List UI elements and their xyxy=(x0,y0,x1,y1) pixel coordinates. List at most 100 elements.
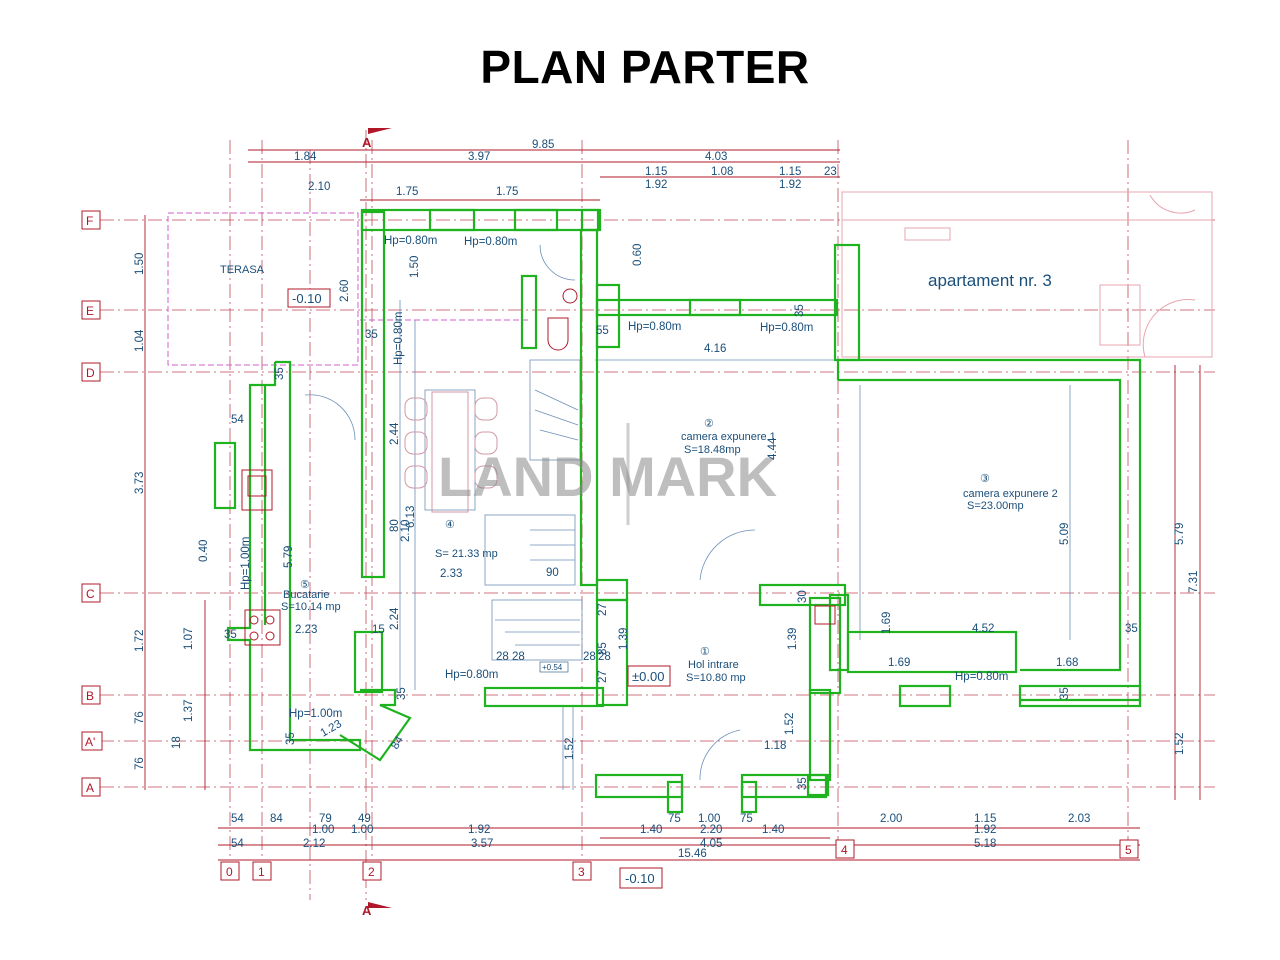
svg-text:80: 80 xyxy=(389,519,401,532)
kitchen-fixtures xyxy=(241,288,836,646)
svg-text:27: 27 xyxy=(597,603,609,616)
svg-text:1.15: 1.15 xyxy=(645,166,667,178)
svg-text:18: 18 xyxy=(171,736,183,749)
svg-text:75: 75 xyxy=(740,813,753,825)
watermark-logo: LAND MARK xyxy=(438,445,777,508)
svg-text:S= 21.33 mp: S= 21.33 mp xyxy=(435,548,498,560)
col-1: 1 xyxy=(258,865,265,879)
svg-text:S=10.14 mp: S=10.14 mp xyxy=(281,601,341,613)
svg-text:4.44: 4.44 xyxy=(767,437,779,460)
svg-text:2.20: 2.20 xyxy=(700,824,722,836)
svg-text:4.03: 4.03 xyxy=(705,151,727,163)
svg-text:15.46: 15.46 xyxy=(678,848,707,860)
svg-text:1.37: 1.37 xyxy=(183,700,195,722)
right-dimension-labels: 5.79 7.31 1.52 xyxy=(1174,523,1200,755)
svg-text:Hp=0.80m: Hp=0.80m xyxy=(384,235,437,247)
svg-text:79: 79 xyxy=(319,813,332,825)
svg-text:90: 90 xyxy=(546,567,559,579)
svg-text:1.40: 1.40 xyxy=(640,824,662,836)
svg-text:85: 85 xyxy=(597,642,609,655)
row-A-prime: A' xyxy=(85,735,95,749)
svg-text:camera expunere 1: camera expunere 1 xyxy=(681,431,776,443)
svg-text:4.05: 4.05 xyxy=(700,838,722,850)
svg-text:76: 76 xyxy=(134,757,146,770)
svg-text:1.50: 1.50 xyxy=(409,256,421,278)
walls xyxy=(213,208,1142,814)
svg-text:1.52: 1.52 xyxy=(1174,733,1186,755)
svg-text:2.10: 2.10 xyxy=(400,520,412,542)
svg-text:35: 35 xyxy=(797,777,809,790)
window-height-labels: Hp=0.80m Hp=0.80m Hp=0.80m Hp=0.80m Hp=0… xyxy=(240,235,1008,720)
svg-text:28: 28 xyxy=(583,651,596,663)
svg-text:5.79: 5.79 xyxy=(283,546,295,568)
row-D: D xyxy=(86,366,95,380)
svg-text:Hol intrare: Hol intrare xyxy=(688,659,739,671)
inner-dimension-labels: 2.60 1.50 0.60 35 55 35 4.16 2.44 6.13 2… xyxy=(198,244,1138,790)
svg-text:0.60: 0.60 xyxy=(632,244,644,266)
svg-text:35: 35 xyxy=(365,329,378,341)
svg-text:1.92: 1.92 xyxy=(645,179,667,191)
svg-text:camera expunere 2: camera expunere 2 xyxy=(963,488,1058,500)
svg-text:Hp=0.80m: Hp=0.80m xyxy=(955,671,1008,683)
svg-text:28: 28 xyxy=(496,651,509,663)
svg-text:1.00: 1.00 xyxy=(351,824,373,836)
svg-text:5.18: 5.18 xyxy=(974,838,996,850)
row-B: B xyxy=(86,689,94,703)
svg-text:4.16: 4.16 xyxy=(704,343,726,355)
svg-text:84: 84 xyxy=(389,734,406,752)
svg-text:1.52: 1.52 xyxy=(784,713,796,735)
svg-text:6.13: 6.13 xyxy=(405,506,417,528)
svg-text:1.07: 1.07 xyxy=(183,628,195,650)
svg-text:1.00: 1.00 xyxy=(698,813,720,825)
svg-text:1.75: 1.75 xyxy=(496,186,518,198)
room-2-label: ② camera expunere 1 S=18.48mp xyxy=(681,418,776,456)
svg-text:1.52: 1.52 xyxy=(564,738,576,760)
svg-text:1.40: 1.40 xyxy=(762,824,784,836)
svg-text:S=18.48mp: S=18.48mp xyxy=(684,444,741,456)
room-1-label: ① Hol intrare S=10.80 mp xyxy=(686,646,746,684)
svg-text:4.52: 4.52 xyxy=(972,623,994,635)
svg-text:①: ① xyxy=(700,646,710,658)
column-axis-labels: 0 1 2 3 4 5 xyxy=(220,839,1139,881)
svg-text:Hp=1.00m: Hp=1.00m xyxy=(240,537,252,590)
col-4: 4 xyxy=(841,843,848,857)
svg-text:1.39: 1.39 xyxy=(787,628,799,650)
svg-text:3.97: 3.97 xyxy=(468,151,490,163)
svg-text:1.68: 1.68 xyxy=(1056,657,1078,669)
svg-text:Hp=1.00m: Hp=1.00m xyxy=(289,708,342,720)
svg-text:5.09: 5.09 xyxy=(1059,523,1071,545)
svg-text:1.69: 1.69 xyxy=(881,612,893,634)
col-2: 2 xyxy=(368,865,375,879)
svg-text:1.92: 1.92 xyxy=(468,824,490,836)
col-3: 3 xyxy=(578,865,585,879)
svg-text:2.10: 2.10 xyxy=(308,181,330,193)
svg-text:1.15: 1.15 xyxy=(779,166,801,178)
svg-text:28: 28 xyxy=(598,651,611,663)
svg-text:75: 75 xyxy=(668,813,681,825)
svg-text:2.12: 2.12 xyxy=(303,838,325,850)
svg-text:3.57: 3.57 xyxy=(471,838,493,850)
svg-text:1.50: 1.50 xyxy=(134,253,146,275)
room-4-label: ④ S= 21.33 mp xyxy=(435,519,498,560)
level-entrance: ±0.00 xyxy=(632,669,664,684)
terrace-outline xyxy=(167,212,359,366)
svg-text:1.08: 1.08 xyxy=(711,166,733,178)
apartment-3-outline xyxy=(841,191,1213,358)
svg-text:②: ② xyxy=(704,418,714,430)
svg-text:1.92: 1.92 xyxy=(779,179,801,191)
svg-text:15: 15 xyxy=(372,624,385,636)
terrace-label: TERASA xyxy=(220,264,265,276)
level-exterior: -0.10 xyxy=(625,871,655,886)
svg-text:Hp=0.80m: Hp=0.80m xyxy=(628,321,681,333)
level-terrace: -0.10 xyxy=(292,291,322,306)
svg-text:27: 27 xyxy=(597,670,609,683)
svg-text:1.04: 1.04 xyxy=(134,329,146,352)
svg-text:1.69: 1.69 xyxy=(888,657,910,669)
svg-text:35: 35 xyxy=(794,304,806,317)
dimension-lines xyxy=(144,149,1201,861)
svg-text:Hp=0.80m: Hp=0.80m xyxy=(760,322,813,334)
row-axis-labels: F E D C B A' A xyxy=(81,210,103,797)
svg-text:1.84: 1.84 xyxy=(294,151,317,163)
svg-text:1.00: 1.00 xyxy=(312,824,334,836)
